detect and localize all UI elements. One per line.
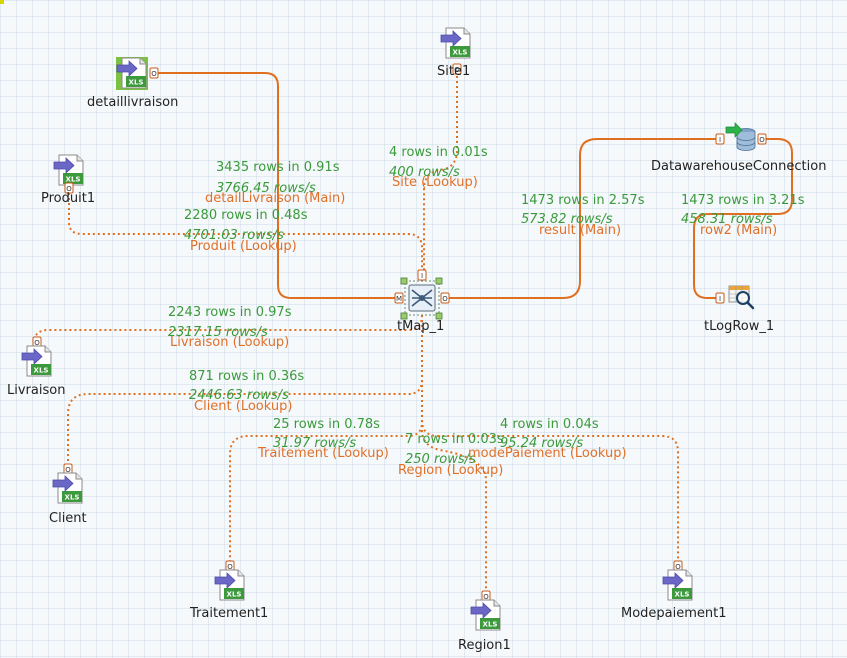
component-label: detaillivraison — [87, 95, 178, 110]
conn-produit-name[interactable]: Produit (Lookup) — [190, 239, 297, 254]
conn-detail-rate: 3766.45 rows/s — [216, 181, 316, 196]
database-icon — [725, 122, 756, 151]
xls-file-icon — [21, 345, 52, 377]
component-traitement1[interactable]: Traitement1 — [189, 560, 268, 621]
output-port[interactable] — [757, 133, 767, 145]
xls-file-icon — [440, 27, 471, 59]
resize-handle[interactable] — [435, 277, 443, 285]
conn-row2-stats: 1473 rows in 3.21s — [681, 193, 805, 208]
conn-traitement-name[interactable]: Traitement (Lookup) — [257, 446, 389, 461]
component-tlogrow1[interactable]: tLogRow_1 — [704, 285, 774, 334]
lookup-port[interactable] — [417, 269, 427, 281]
component-label: Livraison — [7, 383, 65, 398]
conn-client-name[interactable]: Client (Lookup) — [194, 399, 292, 414]
wire-modepaiement[interactable] — [421, 315, 679, 565]
resize-handle[interactable] — [400, 312, 408, 320]
component-site1[interactable]: Site1 — [437, 27, 471, 79]
conn-row2-name[interactable]: row2 (Main) — [700, 223, 777, 238]
wire-region[interactable] — [421, 315, 487, 595]
component-modepaiement1[interactable]: Modepaiement1 — [621, 560, 727, 621]
component-label: DatawarehouseConnection — [651, 159, 826, 174]
wires — [33, 72, 793, 595]
conn-livraison-stats: 2243 rows in 0.97s — [168, 305, 292, 320]
selection-frame — [404, 280, 440, 316]
conn-livraison-rate: 2317.15 rows/s — [168, 325, 268, 340]
conn-client-rate: 2446.63 rows/s — [189, 388, 289, 403]
wire-site[interactable] — [423, 76, 458, 270]
log-row-icon — [728, 285, 755, 310]
conn-region-name[interactable]: Region (Lookup) — [398, 463, 503, 478]
component-label: Region1 — [458, 638, 511, 653]
component-produit1[interactable]: Produit1 — [41, 154, 95, 206]
component-tmap1[interactable]: M tMap_1 — [394, 269, 450, 334]
conn-row2-rate: 458.31 rows/s — [681, 212, 773, 227]
conn-livraison-name[interactable]: Livraison (Lookup) — [170, 335, 289, 350]
conn-detail-name[interactable]: detailLivraison (Main) — [205, 191, 345, 206]
conn-produit-stats: 2280 rows in 0.48s — [184, 208, 308, 223]
xls-file-icon — [53, 154, 84, 186]
conn-client-stats: 871 rows in 0.36s — [189, 369, 304, 384]
conn-region-stats: 7 rows in 0.03s — [405, 432, 504, 447]
conn-modepaiement-stats: 4 rows in 0.04s — [500, 417, 599, 432]
component-client[interactable]: Client — [49, 463, 87, 526]
resize-handle[interactable] — [400, 277, 408, 285]
conn-result-stats: 1473 rows in 2.57s — [521, 193, 645, 208]
component-label: tMap_1 — [397, 319, 444, 334]
conn-produit-rate: 4701.03 rows/s — [184, 228, 284, 243]
component-datawarehouse[interactable]: DatawarehouseConnection — [651, 122, 826, 174]
component-label: Produit1 — [41, 191, 95, 206]
wire-traitement[interactable] — [229, 315, 423, 565]
component-region1[interactable]: Region1 — [458, 590, 511, 653]
output-port[interactable] — [149, 67, 159, 79]
conn-region-rate: 250 rows/s — [405, 452, 476, 467]
component-label: Site1 — [437, 64, 470, 79]
main-input-port[interactable]: M — [394, 292, 404, 304]
component-livraison[interactable]: Livraison — [7, 336, 65, 398]
conn-result-name[interactable]: result (Main) — [539, 223, 621, 238]
conn-traitement-stats: 25 rows in 0.78s — [273, 417, 380, 432]
input-port[interactable] — [715, 292, 725, 304]
conn-traitement-rate: 31.97 rows/s — [273, 436, 356, 451]
xls-file-icon — [662, 569, 693, 601]
resize-handle[interactable] — [435, 312, 443, 320]
output-port[interactable] — [440, 292, 450, 304]
xls-file-icon — [214, 569, 245, 601]
conn-modepaiement-rate: 95.24 rows/s — [500, 436, 583, 451]
component-label: Traitement1 — [189, 606, 268, 621]
input-port[interactable] — [715, 133, 725, 145]
component-label: Modepaiement1 — [621, 606, 727, 621]
tmap-icon — [408, 284, 436, 312]
conn-modepaiement-name[interactable]: modePaiement (Lookup) — [468, 446, 627, 461]
component-label: tLogRow_1 — [704, 319, 774, 334]
conn-site-rate: 400 rows/s — [389, 165, 460, 180]
svg-text:M: M — [396, 295, 402, 303]
xls-file-icon — [52, 472, 83, 504]
wire-result[interactable] — [445, 138, 716, 299]
component-label: Client — [49, 511, 87, 526]
xls-file-icon — [470, 599, 501, 631]
component-detaillivraison[interactable]: detaillivraison — [87, 57, 178, 110]
conn-detail-stats: 3435 rows in 0.91s — [216, 160, 340, 175]
wire-detaillivraison[interactable] — [158, 72, 398, 299]
wire-row2[interactable] — [693, 138, 793, 299]
corner-marker — [0, 0, 4, 4]
conn-site-name[interactable]: Site (Lookup) — [392, 175, 478, 190]
conn-site-stats: 4 rows in 0.01s — [389, 145, 488, 160]
conn-result-rate: 573.82 rows/s — [521, 212, 613, 227]
connection-labels: 3435 rows in 0.91s 3766.45 rows/s detail… — [168, 145, 805, 478]
